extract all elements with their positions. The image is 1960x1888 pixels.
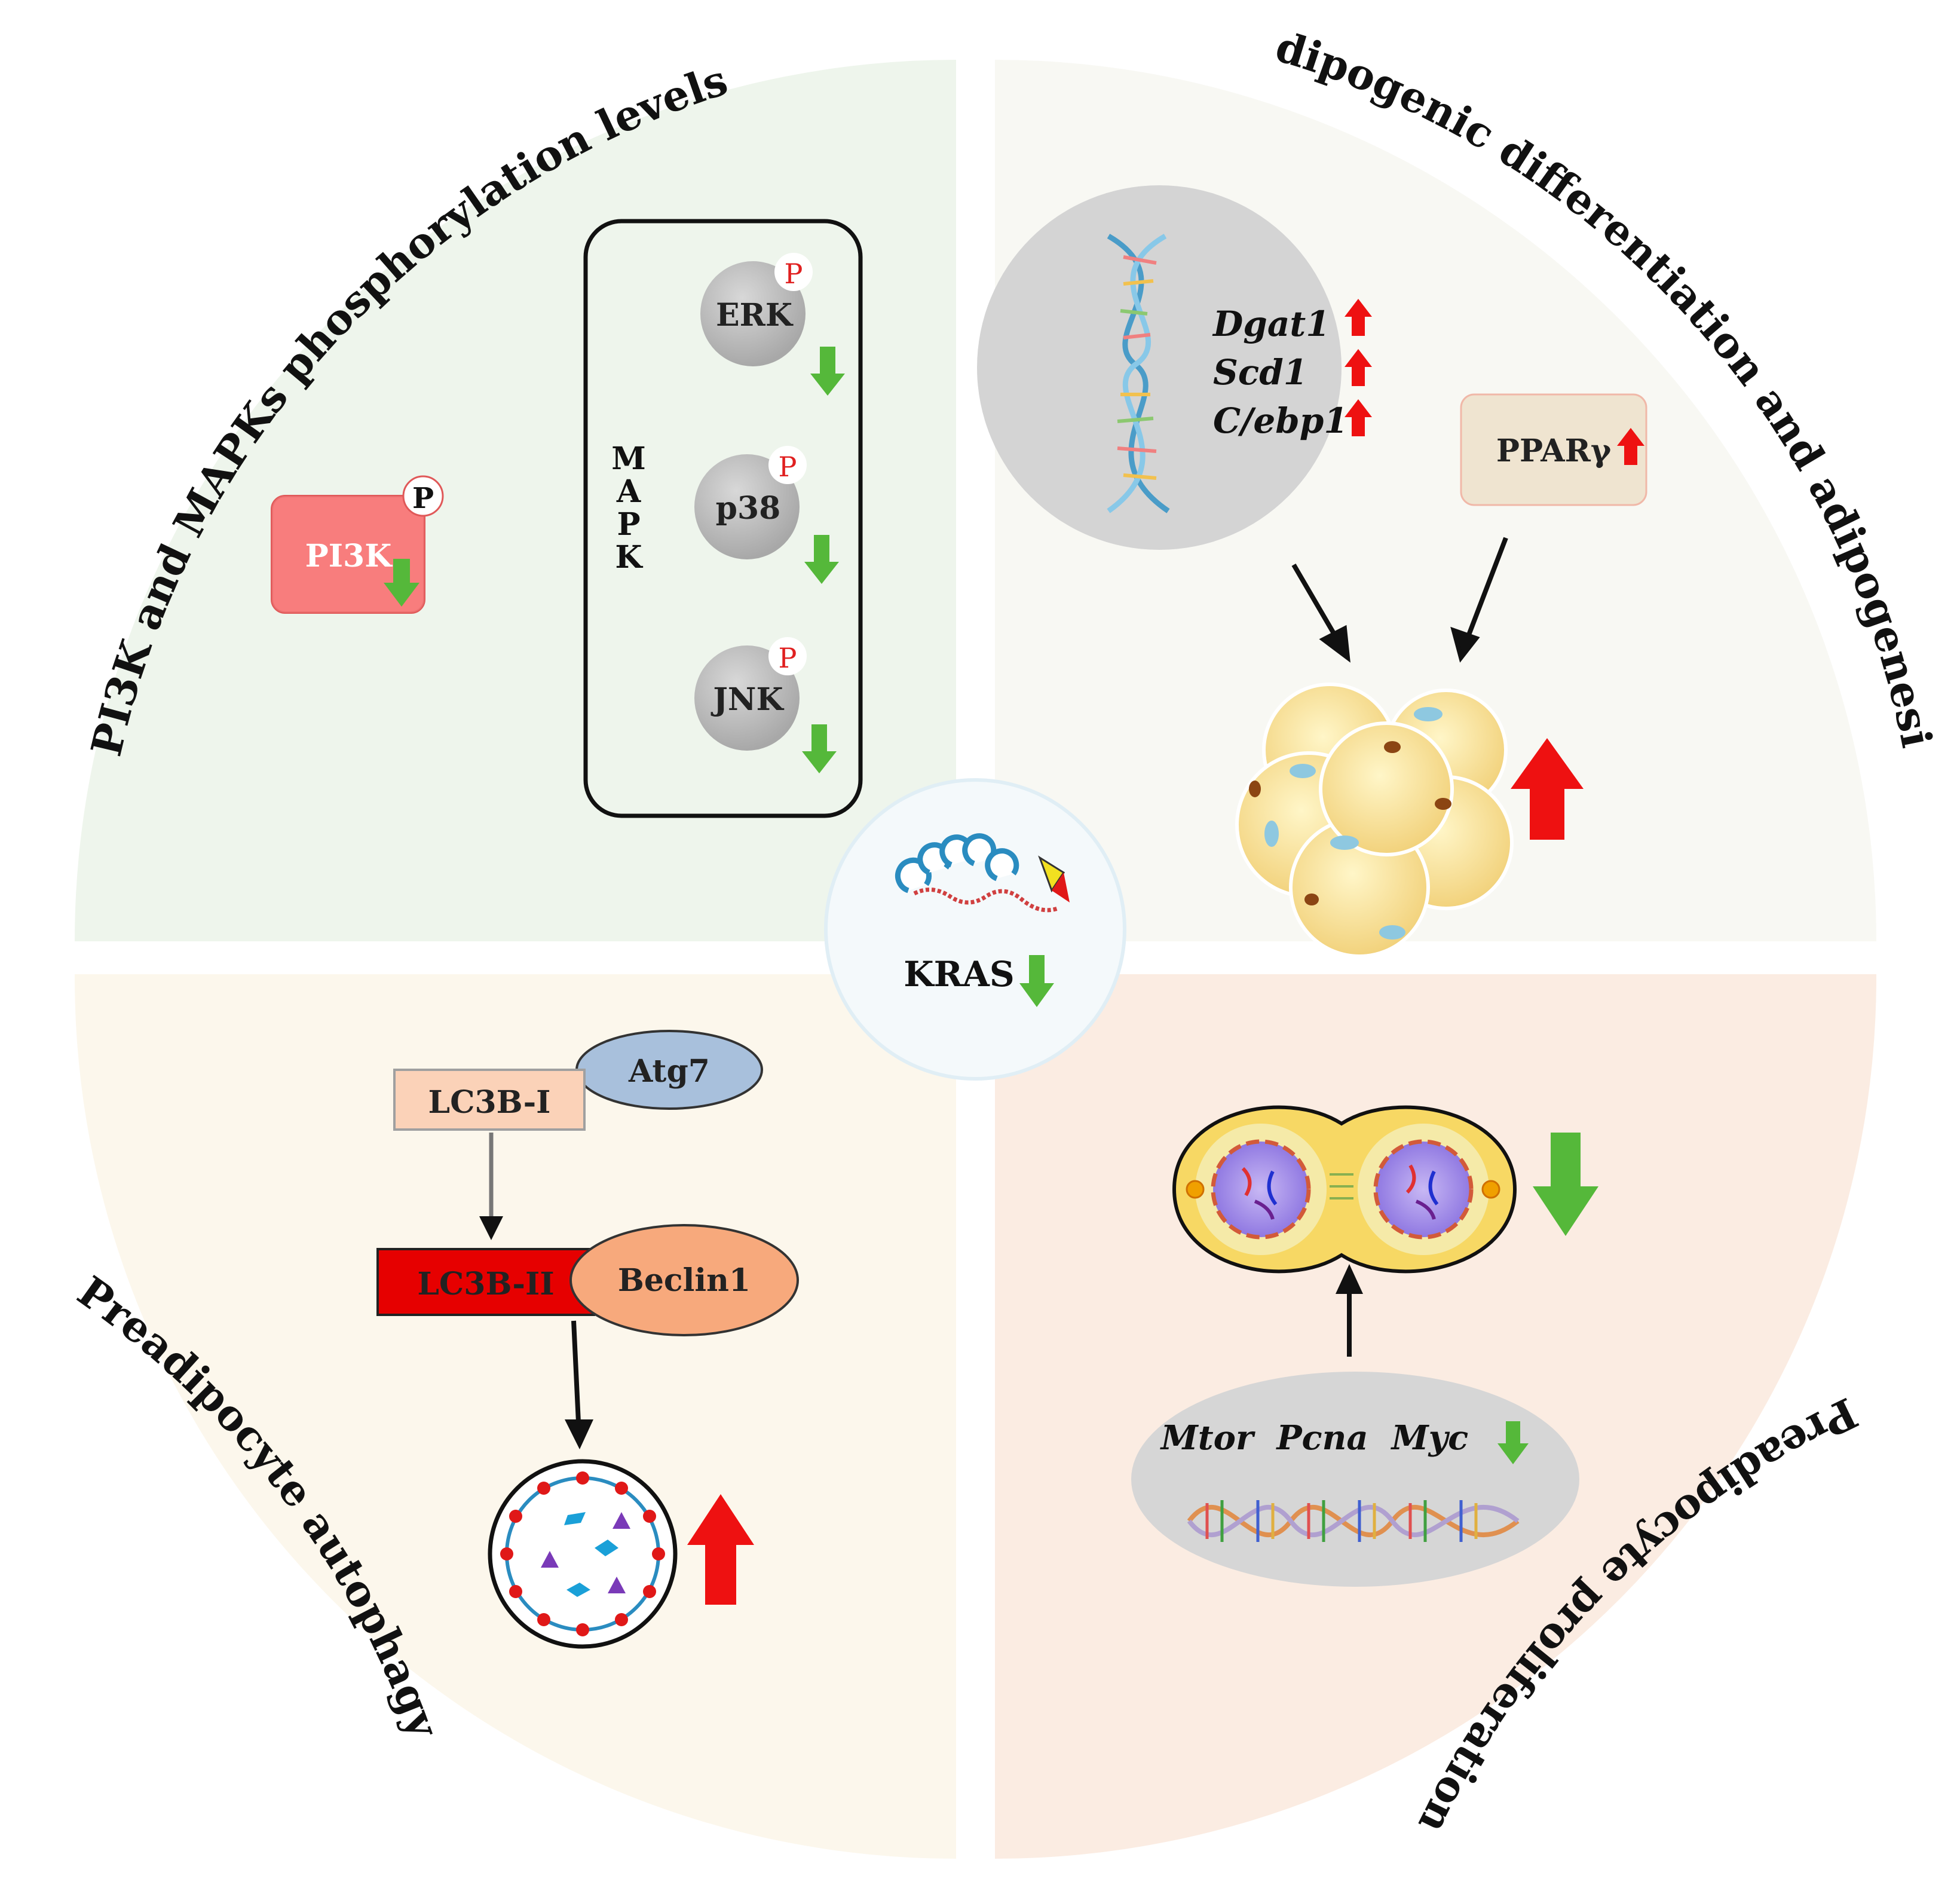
erk-label: ERK: [716, 297, 794, 333]
quadrant-bottom-left: [74, 974, 957, 1859]
svg-text:M: M: [611, 440, 646, 477]
erk-phospho-label: P: [785, 258, 803, 290]
svg-text:P: P: [617, 506, 640, 543]
adipocyte-cluster-icon: [1235, 683, 1514, 958]
lc3b-i-node: [393, 1069, 586, 1131]
adipocyte-up-arrow-icon: [1511, 738, 1584, 840]
jnk-label: JNK: [710, 681, 784, 718]
ppar-up-arrow-icon: [1617, 428, 1644, 465]
dna-horizontal-icon: [1187, 1500, 1520, 1542]
atg7-label: Atg7: [628, 1053, 710, 1090]
genes-down-arrow-icon: [1497, 1421, 1529, 1464]
p38-node: p38 P: [694, 446, 839, 584]
arrows-to-adipocytes: [1291, 537, 1508, 663]
erk-node: ERK P: [700, 253, 845, 396]
lc3b-i-label: LC3B-I: [428, 1084, 551, 1121]
svg-text:K: K: [615, 539, 643, 576]
ppar-gamma-label: PPARγ: [1496, 433, 1612, 469]
gene-cebp1-label: C/ebp1: [1213, 400, 1348, 441]
mapk-box: [583, 219, 863, 818]
erk-down-arrow-icon: [810, 347, 845, 396]
p38-phospho-label: P: [779, 451, 797, 483]
ribosome-mrna-icon: [895, 833, 1070, 913]
pi3k-phospho-label: P: [412, 482, 434, 515]
pi3k-node: PI3K P: [271, 475, 444, 614]
cebp1-up-arrow-icon: [1345, 399, 1372, 436]
autophagosome-icon: [488, 1459, 678, 1649]
mapk-vertical-label: M A P K: [611, 440, 646, 576]
gene-expression-circle: [977, 185, 1342, 550]
jnk-node: JNK P: [694, 637, 837, 773]
dna-helix-icon: [1107, 234, 1170, 513]
dgat1-up-arrow-icon: [1345, 299, 1372, 336]
jnk-down-arrow-icon: [802, 724, 837, 773]
autophagy-up-arrow-icon: [687, 1494, 754, 1605]
proliferation-genes-ellipse: [1131, 1372, 1579, 1587]
dividing-cell-icon: [1172, 1105, 1517, 1274]
p38-label: p38: [716, 490, 781, 527]
beclin1-label: Beclin1: [618, 1262, 751, 1299]
gene-scd1-label: Scd1: [1213, 352, 1307, 393]
proliferation-down-arrow-icon: [1533, 1133, 1598, 1236]
arrow-to-autophagosome: [565, 1320, 593, 1449]
pi3k-phospho-badge: [402, 475, 444, 517]
kras-down-arrow-icon: [1019, 955, 1054, 1007]
proliferation-genes-label: Mtor Pcna Myc: [1160, 1418, 1469, 1458]
arrow-to-cell: [1336, 1264, 1363, 1357]
beclin1-node: [569, 1224, 799, 1336]
arrow-lc3b-i-to-ii: [479, 1133, 503, 1240]
scd1-up-arrow-icon: [1345, 349, 1372, 386]
lc3b-ii-label: LC3B-II: [417, 1266, 554, 1302]
kras-label: KRAS: [904, 954, 1015, 995]
pi3k-label: PI3K: [305, 538, 393, 574]
svg-text:A: A: [616, 473, 641, 510]
ppar-gamma-node: PPARγ: [1460, 393, 1647, 506]
center-kras-circle: [824, 778, 1126, 1081]
pi3k-down-arrow-icon: [384, 559, 419, 607]
p38-down-arrow-icon: [804, 535, 839, 584]
gene-dgat1-label: Dgat1: [1212, 304, 1330, 344]
jnk-phospho-label: P: [779, 642, 797, 674]
